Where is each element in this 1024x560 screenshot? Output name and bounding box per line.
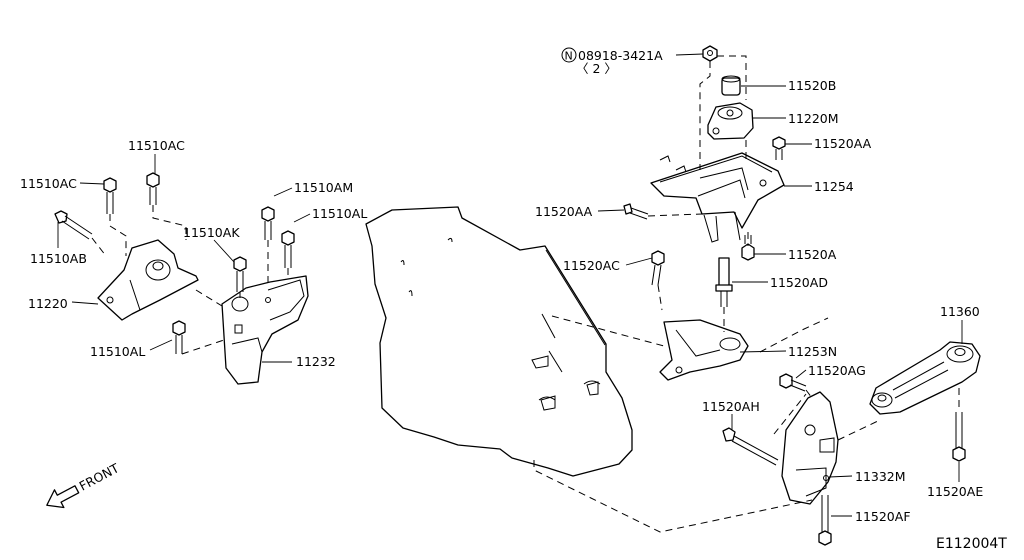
front-arrow: FRONT <box>46 460 122 509</box>
label-11510al-top: 11510AL <box>312 206 367 221</box>
label-11520ae: 11520AE <box>927 484 983 499</box>
bracket-11253n <box>659 319 749 381</box>
label-11520ag: 11520AG <box>808 363 866 378</box>
label-11232: 11232 <box>296 354 336 369</box>
label-11520a: 11520A <box>788 247 837 262</box>
bolt-11510ac-left <box>103 177 117 214</box>
bracket-11254 <box>650 152 785 243</box>
label-11510ac-top: 11510AC <box>128 138 185 153</box>
engine-block <box>365 206 633 477</box>
assembly-dashed-lines <box>91 55 960 533</box>
leader-lines <box>57 53 963 517</box>
label-11520aa-right: 11520AA <box>814 136 872 151</box>
bolt-11520ae <box>952 412 966 462</box>
label-11332m: 11332M <box>855 469 906 484</box>
label-11510ac-left: 11510AC <box>20 176 77 191</box>
label-11510ak: 11510AK <box>183 225 240 240</box>
insulator-11220 <box>97 239 199 321</box>
label-11520ad: 11520AD <box>770 275 828 290</box>
label-11520ah: 11520AH <box>702 399 760 414</box>
nut-symbol-circle <box>561 47 577 63</box>
label-11220: 11220 <box>28 296 68 311</box>
bracket-11332m <box>781 391 839 505</box>
label-11520aa-left: 11520AA <box>535 204 593 219</box>
nut-08918-3421a <box>702 45 718 62</box>
bolt-11520ah <box>722 427 779 466</box>
bolt-11520ag <box>779 373 807 392</box>
bushing-11520b <box>721 75 741 96</box>
stud-11520ad <box>715 257 733 307</box>
bolt-11510al-top <box>281 230 295 268</box>
label-08918-qty: 〈 2 〉 <box>576 61 617 76</box>
bolt-11520aa-right <box>772 136 786 160</box>
bolt-11510ak <box>233 256 247 292</box>
bolt-11520af <box>818 495 832 546</box>
label-11520af: 11520AF <box>855 509 911 524</box>
label-11510al-bottom: 11510AL <box>90 344 145 359</box>
diagram-code: E112004T <box>936 536 1007 552</box>
stud-11520ac <box>651 250 665 286</box>
bolt-11510al-bottom <box>172 320 186 354</box>
nut-symbol: N <box>565 50 573 63</box>
part-labels: N 08918-3421A 〈 2 〉 11520B 11220M 11520A… <box>20 47 1007 552</box>
bolt-11510am <box>261 206 275 240</box>
insulator-11220m <box>707 102 754 140</box>
label-11510am: 11510AM <box>294 180 353 195</box>
front-label: FRONT <box>77 460 122 493</box>
bolt-11520aa-left <box>623 203 649 220</box>
label-08918-3421a: 08918-3421A <box>578 48 663 63</box>
label-11360: 11360 <box>940 304 980 319</box>
label-11254: 11254 <box>814 179 854 194</box>
label-11510ab: 11510AB <box>30 251 87 266</box>
label-11520ac: 11520AC <box>563 258 620 273</box>
label-11520b: 11520B <box>788 78 836 93</box>
label-11220m: 11220M <box>788 111 839 126</box>
label-11253n: 11253N <box>788 344 837 359</box>
torque-rod-11360 <box>869 341 981 415</box>
bolt-11510ab <box>54 210 93 240</box>
bolt-11510ac-top <box>146 172 160 205</box>
